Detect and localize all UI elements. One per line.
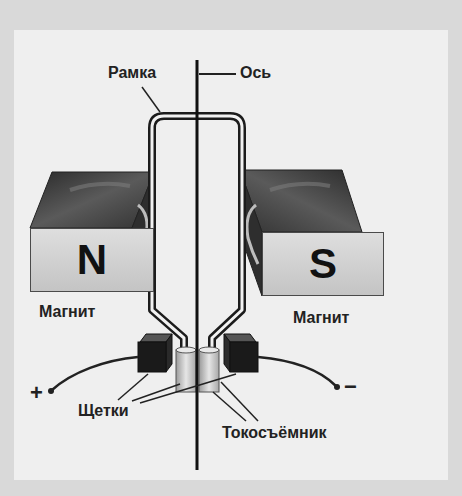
magnet-shine xyxy=(270,184,330,190)
pole-letter: N xyxy=(31,229,153,281)
leader-line xyxy=(118,374,148,400)
commutator-half xyxy=(199,350,219,392)
part-label: Щетки xyxy=(78,402,129,420)
pole-face xyxy=(247,205,258,264)
part-label: Токосъёмник xyxy=(222,424,327,442)
terminal-wire xyxy=(52,357,138,390)
brush-side xyxy=(166,334,172,372)
part-label: Магнит xyxy=(293,309,349,327)
panel-ground xyxy=(14,30,448,480)
part-label: Магнит xyxy=(39,303,95,321)
terminal-sign: + xyxy=(30,380,43,405)
terminal-wire xyxy=(258,357,336,386)
part-label: Рамка xyxy=(108,64,156,82)
leader-line xyxy=(221,382,258,421)
leader-line xyxy=(199,73,236,75)
brush xyxy=(138,342,166,372)
pole-letter: S xyxy=(263,233,383,285)
brush xyxy=(230,342,258,372)
wire-end xyxy=(48,388,54,394)
brush-side xyxy=(224,334,230,372)
leader-line xyxy=(142,87,160,112)
commutator-top xyxy=(176,347,196,353)
wire-end xyxy=(334,384,340,390)
magnet-face: NМагнит xyxy=(30,228,154,292)
terminal-sign: − xyxy=(344,374,357,399)
part-label: Ось xyxy=(240,64,271,82)
magnet-shine xyxy=(70,184,130,190)
commutator-half xyxy=(176,350,196,392)
leader-line xyxy=(213,392,246,421)
commutator-top xyxy=(199,347,219,353)
magnet-face: SМагнит xyxy=(262,232,384,296)
axis-line xyxy=(196,60,199,470)
